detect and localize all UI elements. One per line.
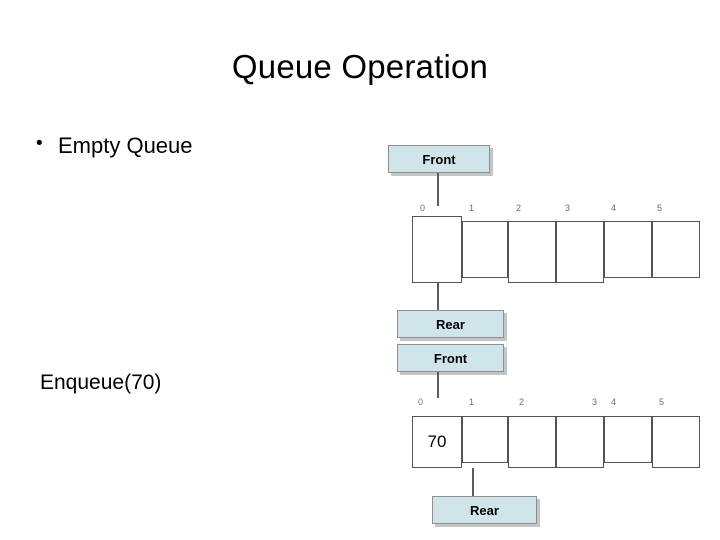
queue2-cell-0: 70	[412, 416, 462, 468]
queue2-rear-label: Rear	[432, 496, 537, 524]
queue1-index-4: 4	[611, 203, 617, 213]
queue1-cell-2	[508, 221, 556, 283]
queue2-index-2: 2	[519, 397, 525, 407]
queue1-rear-connector	[437, 283, 439, 310]
page-title: Queue Operation	[231, 48, 489, 85]
queue1-front-label: Front	[388, 145, 490, 173]
enqueue-operation-label: Enqueue(70)	[40, 371, 162, 394]
queue2-cell-1	[462, 416, 508, 463]
queue2-index-4: 4	[611, 397, 617, 407]
queue2-cell-4	[604, 416, 652, 463]
queue1-cell-1	[462, 221, 508, 278]
queue2-cell-2	[508, 416, 556, 468]
queue2-front-label: Front	[397, 344, 504, 372]
queue2-cell-5	[652, 416, 700, 468]
queue1-cell-0	[412, 216, 462, 283]
queue1-cell-3	[556, 221, 604, 283]
queue1-rear-label: Rear	[397, 310, 504, 338]
queue2-cell-3	[556, 416, 604, 468]
queue1-cell-5	[652, 221, 700, 278]
queue1-cell-4	[604, 221, 652, 278]
queue2-front-connector	[437, 372, 439, 398]
queue2-index-0: 0	[418, 397, 424, 407]
queue2-rear-connector	[472, 468, 474, 496]
queue2-index-1: 1	[469, 397, 475, 407]
queue2-index-5: 5	[659, 397, 665, 407]
queue1-index-0: 0	[420, 203, 426, 213]
queue1-index-3: 3	[565, 203, 571, 213]
bullet-item-label: Empty Queue	[58, 133, 193, 158]
queue2-index-3: 3	[592, 397, 598, 407]
queue1-index-5: 5	[657, 203, 663, 213]
queue1-front-connector	[437, 173, 439, 206]
bullet-marker: •	[36, 133, 43, 154]
bullet-item-empty-queue: • Empty Queue	[36, 133, 193, 159]
queue1-index-1: 1	[469, 203, 475, 213]
queue1-index-2: 2	[516, 203, 522, 213]
